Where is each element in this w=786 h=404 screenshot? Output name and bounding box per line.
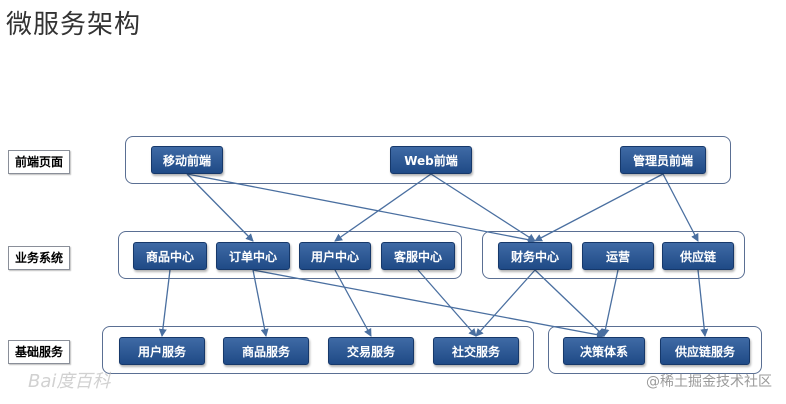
node-product-center[interactable]: 商品中心 (133, 242, 207, 270)
node-social-service[interactable]: 社交服务 (433, 337, 519, 365)
node-mobile-frontend[interactable]: 移动前端 (151, 146, 223, 174)
node-service-center[interactable]: 客服中心 (381, 242, 455, 270)
page-title: 微服务架构 (6, 10, 142, 40)
node-supply-chain-service[interactable]: 供应链服务 (660, 337, 750, 365)
node-finance-center[interactable]: 财务中心 (498, 242, 572, 270)
node-order-center[interactable]: 订单中心 (216, 242, 290, 270)
node-web-frontend[interactable]: Web前端 (390, 146, 472, 174)
node-user-service[interactable]: 用户服务 (119, 337, 205, 365)
row-label-frontend: 前端页面 (8, 150, 71, 174)
baike-watermark: Bai度百科 (28, 371, 111, 392)
node-product-service[interactable]: 商品服务 (223, 337, 309, 365)
juejin-watermark: @稀土掘金技术社区 (646, 374, 772, 390)
node-admin-frontend[interactable]: 管理员前端 (620, 146, 706, 174)
node-decision-system[interactable]: 决策体系 (563, 337, 645, 365)
node-operations[interactable]: 运营 (582, 242, 654, 270)
row-label-base: 基础服务 (8, 340, 71, 364)
node-supply-chain[interactable]: 供应链 (662, 242, 734, 270)
node-trade-service[interactable]: 交易服务 (328, 337, 414, 365)
row-label-business: 业务系统 (8, 246, 71, 270)
node-user-center[interactable]: 用户中心 (299, 242, 371, 270)
